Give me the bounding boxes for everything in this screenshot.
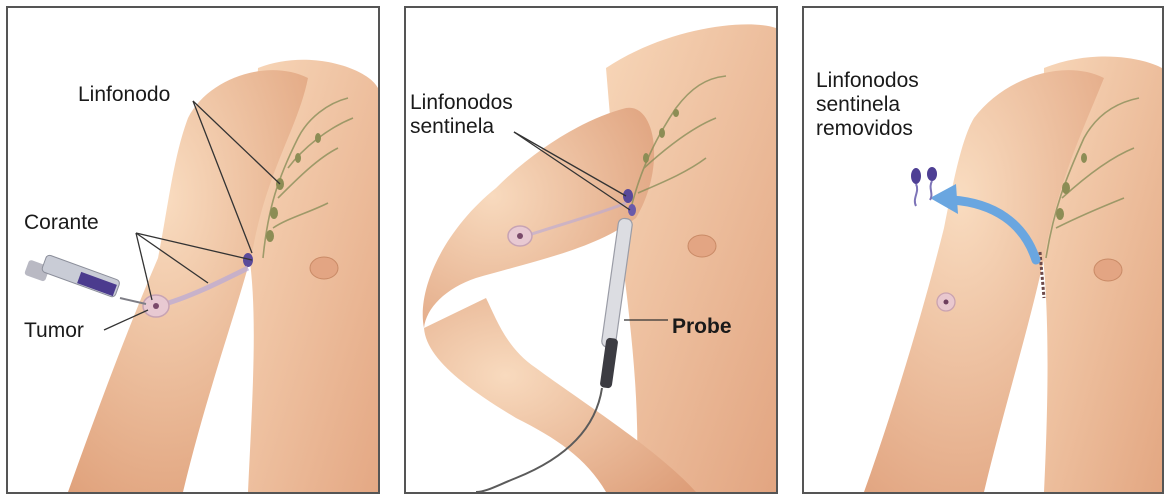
- label-removed-line2: sentinela: [816, 94, 900, 116]
- label-lymph-node: Linfonodo: [78, 84, 170, 106]
- tumor-icon: [143, 295, 169, 317]
- panel-probe-detection: Linfonodos sentinela Probe: [404, 6, 778, 494]
- tumor-icon: [937, 293, 955, 311]
- panel-2-illustration: [406, 8, 776, 492]
- syringe-icon: [24, 254, 146, 304]
- panel-1-illustration: [8, 8, 378, 492]
- label-removed-line3: removidos: [816, 118, 913, 140]
- nipple: [310, 257, 338, 279]
- sentinel-node: [623, 189, 633, 203]
- label-sentinel-nodes-line2: sentinela: [410, 116, 494, 138]
- label-probe: Probe: [672, 316, 732, 338]
- torso: [606, 24, 776, 492]
- label-sentinel-nodes-line1: Linfonodos: [410, 92, 513, 114]
- label-tumor: Tumor: [24, 320, 84, 342]
- arrow-head: [930, 184, 958, 214]
- label-dye: Corante: [24, 212, 99, 234]
- nipple: [1094, 259, 1122, 281]
- removed-nodes-icon: [911, 167, 937, 206]
- panel-dye-injection: Linfonodo Corante Tumor: [6, 6, 380, 494]
- label-removed-line1: Linfonodos: [816, 70, 919, 92]
- nipple: [688, 235, 716, 257]
- panel-nodes-removed: Linfonodos sentinela removidos: [802, 6, 1164, 494]
- tumor-icon: [508, 226, 532, 246]
